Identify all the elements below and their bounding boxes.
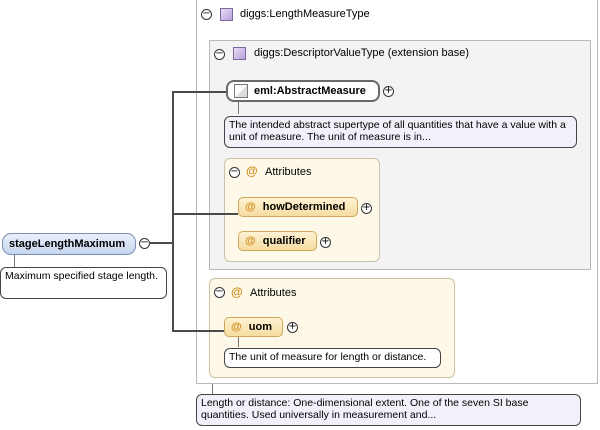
complex-type-documentation: Length or distance: One-dimensional exte… [196,394,581,426]
expand-icon[interactable]: + [287,321,298,333]
collapse-icon[interactable]: − [201,8,212,20]
complex-type-icon [220,8,233,21]
doc-connector [238,337,239,347]
attribute-group-icon: @ [246,164,258,178]
abstract-element-label: eml:AbstractMeasure [254,85,366,97]
expand-icon[interactable]: + [361,202,372,214]
collapse-icon[interactable]: − [214,48,225,60]
abstract-measure-element[interactable]: eml:AbstractMeasure [226,80,380,102]
attribute-label: howDetermined [262,201,346,213]
attributes-group-label: Attributes [265,166,312,178]
attribute-icon: @ [245,201,256,213]
abstract-element-icon [234,84,248,99]
attribute-uom[interactable]: @ uom [224,317,283,337]
expand-icon[interactable]: + [383,85,394,97]
attribute-group-icon: @ [231,285,243,299]
extension-type-icon [233,47,246,60]
extension-base-name: diggs:DescriptorValueType (extension bas… [254,47,470,59]
doc-connector [238,102,239,114]
collapse-icon[interactable]: − [139,237,150,249]
expand-icon[interactable]: + [320,236,331,248]
collapse-icon[interactable]: − [214,286,225,298]
connector-line [150,242,174,244]
attribute-label: uom [248,321,273,333]
collapse-icon[interactable]: − [229,166,240,178]
attribute-qualifier[interactable]: @ qualifier [238,231,317,251]
attribute-icon: @ [231,321,242,333]
abstract-measure-documentation: The intended abstract supertype of all q… [224,116,577,148]
connector-line [172,91,174,332]
attribute-label: qualifier [262,235,306,247]
element-documentation: Maximum specified stage length. [0,267,167,299]
attribute-howdetermined[interactable]: @ howDetermined [238,197,358,217]
connector-line [172,91,226,93]
uom-documentation: The unit of measure for length or distan… [224,348,441,368]
attributes-group-label: Attributes [250,287,297,299]
root-element-stagelengthmaximum[interactable]: stageLengthMaximum [2,233,136,255]
attribute-icon: @ [245,235,256,247]
complex-type-name: diggs:LengthMeasureType [240,8,370,20]
doc-connector [212,384,213,394]
doc-connector [14,255,15,267]
connector-line [172,213,238,215]
connector-line [172,330,224,332]
